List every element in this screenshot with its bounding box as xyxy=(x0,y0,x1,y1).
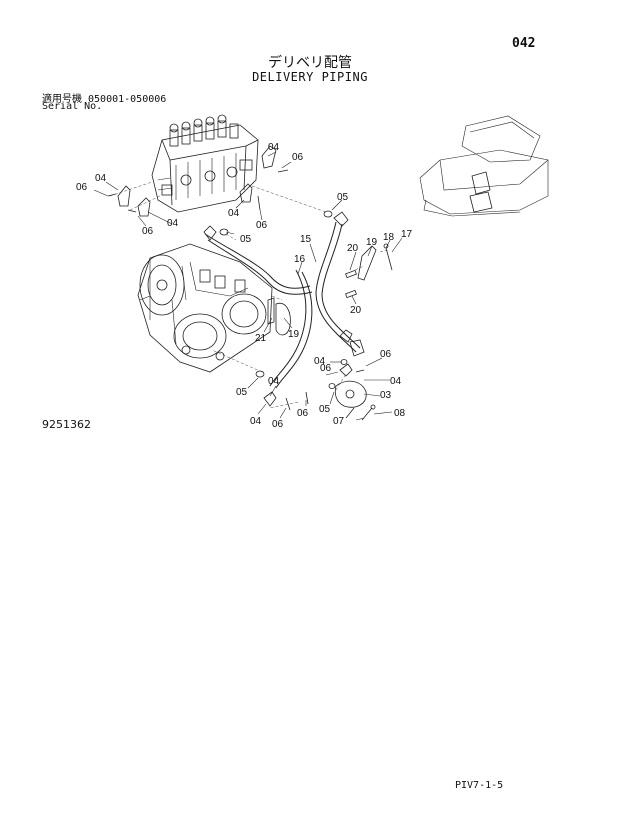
callout-label: 04 xyxy=(167,218,179,229)
callout-label: 15 xyxy=(300,234,312,245)
page-title-japanese: デリベリ配管 xyxy=(268,55,352,71)
callout-label: 06 xyxy=(320,363,332,374)
callout-label: 19 xyxy=(288,329,300,340)
serial-range-label: 適用号機 050001-050006 xyxy=(42,94,167,105)
callout-label: 20 xyxy=(347,243,359,254)
callout-label: 04 xyxy=(390,376,402,387)
page-title: DELIVERY PIPING xyxy=(252,70,368,84)
figure-number: 9251362 xyxy=(42,418,91,431)
callout-label: 06 xyxy=(256,220,268,231)
main-pump-drawing xyxy=(137,243,273,373)
callout-label: 04 xyxy=(250,416,262,427)
callout-label: 19 xyxy=(366,237,378,248)
callout-label: 06 xyxy=(272,419,284,430)
callout-label: 06 xyxy=(76,182,88,193)
alignment-lines xyxy=(109,181,389,409)
callout-label: 16 xyxy=(294,254,306,265)
callout-label: 04 xyxy=(268,376,280,387)
callout-label: 05 xyxy=(337,192,349,203)
callout-label: 04 xyxy=(95,173,107,184)
callout-label: 06 xyxy=(297,408,309,419)
callout-label: 05 xyxy=(236,387,248,398)
callout-label: 21 xyxy=(255,333,267,344)
callout-label: 03 xyxy=(380,390,392,401)
callout-labels: 04 06 04 06 06 04 04 06 05 05 15 16 19 1… xyxy=(76,142,413,430)
control-valve-drawing xyxy=(151,114,259,213)
callout-label: 05 xyxy=(319,404,331,415)
serial-number-label: Serial No. xyxy=(42,101,103,112)
leader-lines xyxy=(93,151,403,421)
callout-label: 06 xyxy=(292,152,304,163)
callout-label: 07 xyxy=(333,416,345,427)
bolts-orings xyxy=(107,169,393,421)
callout-label: 20 xyxy=(350,305,362,316)
delivery-hoses xyxy=(203,211,365,389)
callout-label: 06 xyxy=(380,349,392,360)
callout-label: 17 xyxy=(401,229,413,240)
callout-label: 04 xyxy=(228,208,240,219)
page-number: 042 xyxy=(512,36,536,51)
machine-location-drawing xyxy=(419,115,549,217)
callout-label: 05 xyxy=(240,234,252,245)
callout-label: 18 xyxy=(383,232,395,243)
callout-label: 06 xyxy=(142,226,154,237)
callout-label: 08 xyxy=(394,408,406,419)
callout-label: 04 xyxy=(314,356,326,367)
document-code: PIV7-1-5 xyxy=(455,780,504,791)
brackets-fittings xyxy=(117,145,377,408)
callout-label: 04 xyxy=(268,142,280,153)
